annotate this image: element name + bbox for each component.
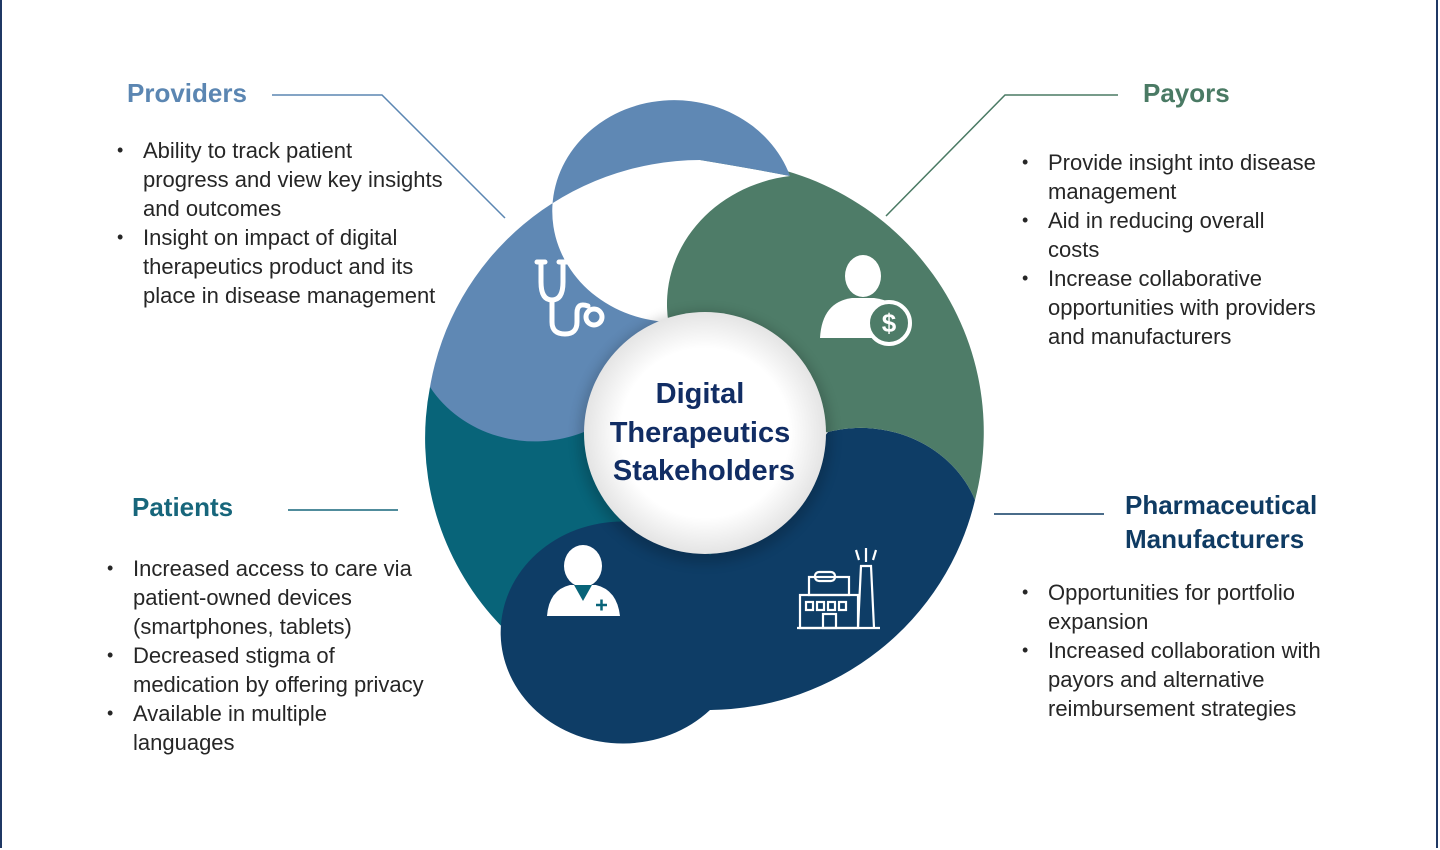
payors-title: Payors (1143, 78, 1230, 108)
list-item: Decreased stigma of medication by offeri… (103, 641, 433, 699)
patients-panel: Patients Increased access to care via pa… (103, 490, 433, 757)
payors-connector-line (885, 94, 1118, 217)
list-item: Increased access to care via patient-own… (103, 554, 433, 641)
patient-icon (547, 545, 620, 616)
pharma-title-line: Manufacturers (1125, 524, 1305, 554)
pharma-segment (500, 427, 975, 744)
list-item: Aid in reducing overall costs (1018, 206, 1318, 264)
center-title-line: Therapeutics (610, 417, 791, 449)
center-title-line: Stakeholders (613, 455, 795, 487)
providers-title: Providers (127, 78, 247, 108)
list-item: Insight on impact of digital therapeutic… (113, 223, 443, 310)
providers-segment (430, 100, 790, 442)
providers-panel: Providers Ability to track patient progr… (113, 76, 443, 310)
pharma-title-line: Pharmaceutical (1125, 490, 1318, 520)
list-item: Increase collaborative opportunities wit… (1018, 264, 1318, 351)
center-title: Digital Therapeutics Stakeholders (610, 378, 799, 487)
pharma-bullets: Opportunities for portfolio expansion In… (1018, 578, 1348, 723)
providers-connector-line (272, 94, 506, 219)
list-item: Available in multiple languages (103, 699, 433, 757)
stethoscope-icon (534, 259, 605, 337)
patients-title: Patients (132, 492, 234, 522)
person-dollar-icon: $ (820, 255, 912, 346)
center-hole (584, 312, 826, 554)
list-item: Increased collaboration with payors and … (1018, 636, 1348, 723)
center-title-line: Digital (656, 378, 745, 410)
list-item: Provide insight into disease management (1018, 148, 1318, 206)
providers-bullets: Ability to track patient progress and vi… (113, 136, 443, 310)
payors-panel: Payors Provide insight into disease mana… (1018, 76, 1318, 351)
patients-bullets: Increased access to care via patient-own… (103, 554, 433, 757)
list-item: Opportunities for portfolio expansion (1018, 578, 1348, 636)
factory-icon (797, 548, 880, 630)
svg-text:$: $ (882, 308, 897, 338)
payors-bullets: Provide insight into disease management … (1018, 148, 1318, 351)
list-item: Ability to track patient progress and vi… (113, 136, 443, 223)
pharma-title: Pharmaceutical Manufacturers (1125, 488, 1348, 556)
pharma-panel: Pharmaceutical Manufacturers Opportuniti… (1018, 488, 1348, 723)
